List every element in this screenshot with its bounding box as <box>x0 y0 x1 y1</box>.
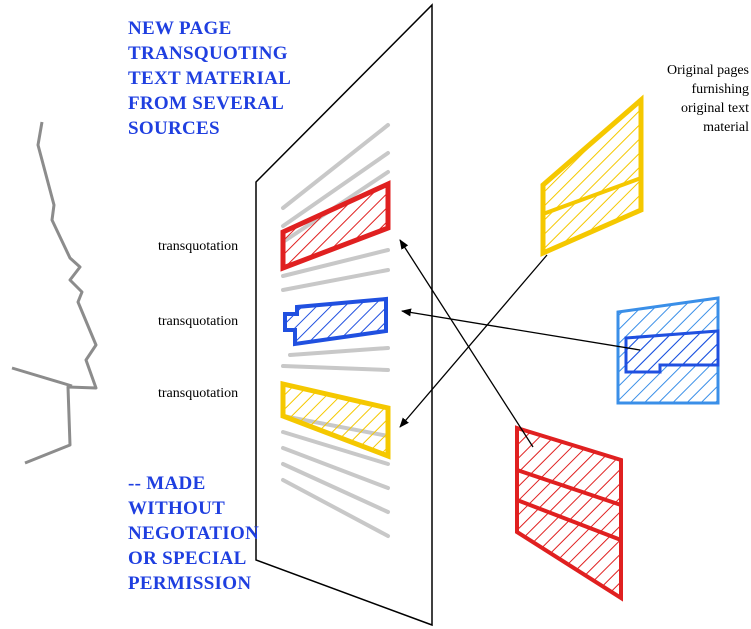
heading-line: TEXT MATERIAL <box>128 68 292 89</box>
text-line <box>281 151 390 228</box>
text-line <box>281 446 390 490</box>
caption-line: Original pages <box>666 63 749 78</box>
arrow-blue-to-page <box>401 308 641 351</box>
original-pages-caption: Original pages furnishing original text … <box>667 61 749 137</box>
caption-line: material <box>703 120 749 135</box>
new-page-heading: NEW PAGE TRANSQUOTING TEXT MATERIAL FROM… <box>128 16 291 141</box>
text-line <box>281 430 390 466</box>
text-line <box>281 478 390 538</box>
permission-note: -- MADE WITHOUT NEGOTATION OR SPECIAL PE… <box>128 471 259 596</box>
original-red-page <box>515 425 623 602</box>
text-line <box>281 123 390 210</box>
blue-transquotation-block <box>283 296 388 347</box>
text-line <box>281 364 390 372</box>
note-line: -- MADE <box>128 473 206 494</box>
red-transquotation-block <box>280 180 391 272</box>
note-line: PERMISSION <box>128 573 252 594</box>
note-line: WITHOUT <box>128 498 226 519</box>
caption-line: original text <box>680 101 749 116</box>
transquotation-label-yellow: transquotation <box>158 386 239 401</box>
note-line: NEGOTATION <box>128 523 260 544</box>
text-line <box>281 268 390 292</box>
original-blue-page <box>616 296 720 405</box>
arrow-yellow-to-page <box>399 254 548 428</box>
heading-line: NEW PAGE <box>128 18 232 39</box>
transquotation-label-blue: transquotation <box>158 314 239 329</box>
face-eye-line <box>11 366 73 388</box>
yellow-transquotation-block <box>280 380 391 460</box>
text-line <box>281 462 390 514</box>
transquotation-label-red: transquotation <box>158 239 239 254</box>
face-profile <box>24 121 98 465</box>
text-line <box>281 248 390 278</box>
original-yellow-page <box>540 94 644 257</box>
note-line: OR SPECIAL <box>128 548 247 569</box>
arrow-red-to-page <box>399 239 534 448</box>
heading-line: FROM SEVERAL <box>128 93 285 114</box>
heading-line: SOURCES <box>128 118 220 139</box>
text-line <box>288 346 390 357</box>
caption-line: furnishing <box>691 82 749 97</box>
heading-line: TRANSQUOTING <box>128 43 288 64</box>
